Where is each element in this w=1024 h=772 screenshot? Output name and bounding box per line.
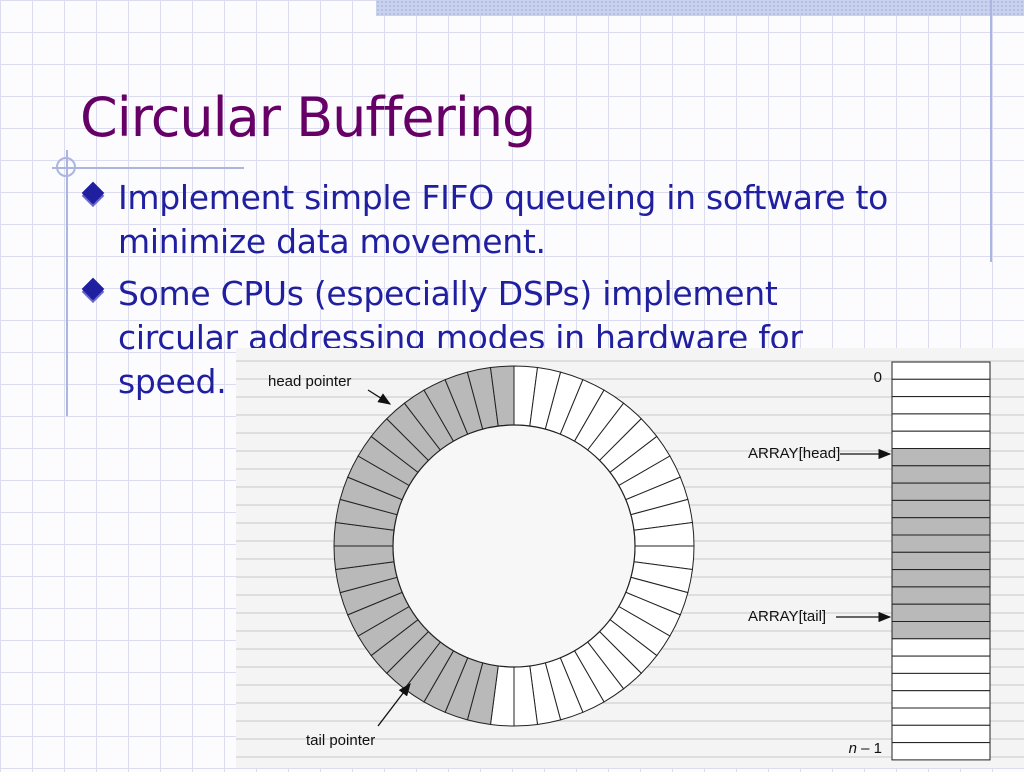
array-head-label: ARRAY[head] (748, 445, 840, 462)
array-cell-empty (891, 724, 991, 744)
array-cell-empty (891, 378, 991, 398)
array-cell-filled (891, 465, 991, 484)
circular-buffer-figure: head pointer tail pointer 0 ARRAY[head] … (236, 348, 1024, 768)
bullet-item: Some CPUs (especially DSPs) implement ci… (80, 272, 940, 404)
ring-center (392, 424, 636, 668)
array-cell-filled (891, 603, 991, 623)
array-cell-filled (891, 448, 991, 467)
head-pointer-arrow (367, 389, 392, 405)
circular-buffer-ring (333, 365, 695, 727)
array-tail-label: ARRAY[tail] (748, 608, 826, 625)
array-cell-filled (891, 621, 991, 640)
circular-buffer-diagram: head pointer tail pointer 0 ARRAY[head] … (236, 348, 1024, 768)
title-underline (52, 167, 244, 169)
ring-ornament-icon (56, 157, 76, 177)
array-cell-filled (891, 569, 991, 588)
diamond-bullet-icon (81, 277, 105, 301)
array-cell-filled (891, 534, 991, 553)
array-cell-empty (891, 430, 991, 449)
array-cell-empty (891, 690, 991, 709)
left-decorative-line (66, 150, 68, 416)
array-cell-empty (891, 655, 991, 674)
array-last-index-suffix: – 1 (857, 740, 882, 757)
array-cell-empty (891, 742, 991, 761)
diamond-bullet-icon (81, 181, 105, 205)
tail-pointer-arrow (377, 682, 411, 727)
array-cell-empty (891, 413, 991, 432)
array-cell-empty (891, 672, 991, 692)
array-cell-empty (891, 396, 991, 415)
bullet-list: Implement simple FIFO queueing in softwa… (80, 176, 940, 412)
array-cell-filled (891, 551, 991, 571)
array-cell-empty (891, 707, 991, 726)
array-cell-filled (891, 499, 991, 519)
array-cell-filled (891, 586, 991, 605)
array-first-index: 0 (874, 369, 882, 386)
bullet-text: Implement simple FIFO queueing in softwa… (118, 178, 888, 261)
array-last-index: n – 1 (849, 740, 882, 757)
array-cell-empty (891, 361, 991, 380)
bullet-item: Implement simple FIFO queueing in softwa… (80, 176, 940, 264)
array-cell-filled (891, 517, 991, 536)
bullet-text: Some CPUs (especially DSPs) implement ci… (118, 274, 803, 401)
array-cell-empty (891, 638, 991, 657)
slide-title: Circular Buffering (80, 86, 536, 149)
buffer-array (891, 361, 991, 761)
top-decorative-band (376, 0, 1024, 16)
right-decorative-line (990, 0, 992, 262)
array-cell-filled (891, 482, 991, 501)
array-last-index-var: n (849, 740, 857, 757)
tail-pointer-label: tail pointer (306, 732, 375, 749)
head-pointer-label: head pointer (268, 373, 351, 390)
